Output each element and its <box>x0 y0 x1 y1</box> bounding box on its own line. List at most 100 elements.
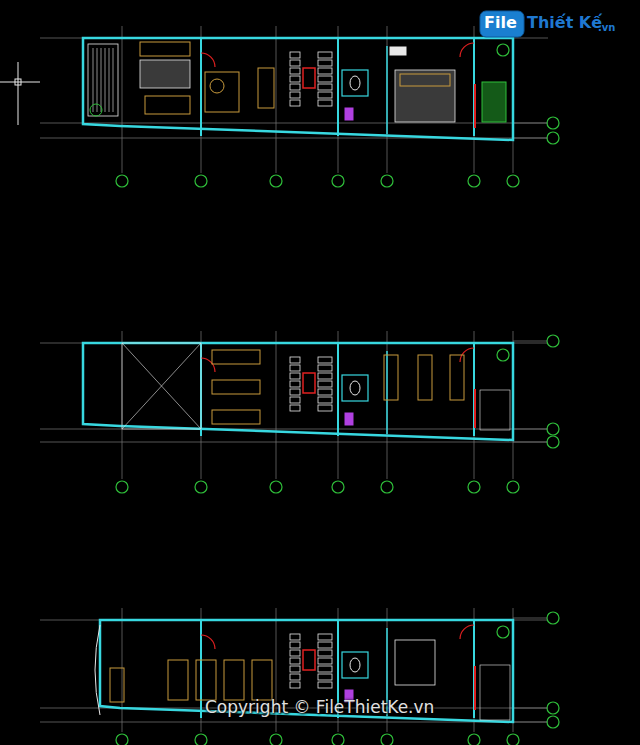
door-swing <box>201 358 215 372</box>
toilet-symbol <box>350 76 360 90</box>
watermark: Copyright © FileThietKe.vn <box>205 697 434 717</box>
grid-line <box>387 331 388 479</box>
display-shelf <box>113 48 114 112</box>
grid-bubble <box>195 175 207 187</box>
grid-line <box>122 26 123 173</box>
garden-bed <box>482 82 506 122</box>
grid-bubble <box>547 117 559 129</box>
sofa <box>140 42 190 56</box>
glass-wall <box>474 84 476 128</box>
grid-line <box>40 429 548 430</box>
stair-step <box>290 682 300 688</box>
stair-step <box>318 389 332 395</box>
stair-step <box>290 373 300 379</box>
inner-wall <box>473 38 475 136</box>
grid-line <box>513 442 547 443</box>
grid-bubble <box>547 436 559 448</box>
grid-bubble <box>270 734 282 745</box>
plant-symbol <box>497 44 509 56</box>
stair-step <box>318 666 332 672</box>
grid-line <box>474 608 475 732</box>
basin-symbol <box>345 108 353 120</box>
grid-line <box>276 331 277 479</box>
grid-bubble <box>468 734 480 745</box>
grid-line <box>513 722 547 723</box>
grid-bubble <box>332 734 344 745</box>
grid-line <box>387 26 388 173</box>
stair-step <box>290 389 300 395</box>
stair-step <box>290 76 300 82</box>
grid-bubble <box>547 702 559 714</box>
door-swing <box>460 625 474 639</box>
stair-step <box>290 634 300 640</box>
grid-bubble <box>116 481 128 493</box>
basin-symbol <box>345 413 353 425</box>
stair-step <box>318 650 332 656</box>
massage-bed <box>252 660 272 700</box>
grid-bubble <box>547 423 559 435</box>
stair-step <box>290 381 300 387</box>
stair-step <box>318 658 332 664</box>
toilet-symbol <box>350 381 360 395</box>
inner-wall <box>337 38 339 136</box>
stair-step <box>290 92 300 98</box>
stair-step <box>290 658 300 664</box>
outer-wall <box>100 620 513 722</box>
grid-line <box>513 138 547 139</box>
stair-step <box>318 674 332 680</box>
stair-step <box>290 60 300 66</box>
door-swing <box>201 635 215 649</box>
grid-line <box>276 26 277 173</box>
logo-text: File <box>484 13 517 32</box>
stair-core <box>303 650 315 670</box>
stair-step <box>290 100 300 106</box>
inner-wall <box>386 46 388 134</box>
rug <box>395 70 455 122</box>
stair-step <box>290 68 300 74</box>
display-shelf <box>93 48 94 112</box>
grid-line <box>40 123 548 124</box>
grid-bubble <box>507 175 519 187</box>
grid-bubble <box>547 716 559 728</box>
grid-line <box>513 708 547 709</box>
grid-line <box>513 123 547 124</box>
grid-bubble <box>547 612 559 624</box>
logo-suffix: .vn <box>598 22 615 33</box>
stair-step <box>318 52 332 58</box>
stair-step <box>290 357 300 363</box>
grid-line <box>513 341 547 342</box>
door-swing <box>201 53 215 67</box>
stair-step <box>290 674 300 680</box>
stair-step <box>318 381 332 387</box>
massage-bed <box>212 380 260 394</box>
massage-bed <box>384 355 398 400</box>
void-area <box>480 390 510 430</box>
stair-core <box>303 373 315 393</box>
logo-text: Thiết Kế <box>527 13 602 32</box>
massage-bed <box>212 350 260 364</box>
grid-bubble <box>381 734 393 745</box>
cursor-crosshair <box>0 82 40 83</box>
inner-wall <box>473 620 475 718</box>
grid-bubble <box>270 481 282 493</box>
grid-line <box>201 608 202 732</box>
plant-symbol <box>497 349 509 361</box>
massage-bed <box>212 410 260 424</box>
grid-bubble <box>468 481 480 493</box>
stair-step <box>318 357 332 363</box>
grid-line <box>201 26 202 173</box>
grid-bubble <box>195 481 207 493</box>
sofa <box>400 74 450 86</box>
stair-step <box>318 100 332 106</box>
grid-line <box>122 608 123 732</box>
grid-line <box>40 442 548 443</box>
massage-bed <box>196 660 216 700</box>
stair-step <box>290 405 300 411</box>
grid-line <box>338 331 339 479</box>
grid-line <box>513 429 547 430</box>
grid-line <box>338 26 339 173</box>
inner-wall <box>473 343 475 436</box>
inner-wall <box>337 343 339 436</box>
stair-step <box>290 650 300 656</box>
